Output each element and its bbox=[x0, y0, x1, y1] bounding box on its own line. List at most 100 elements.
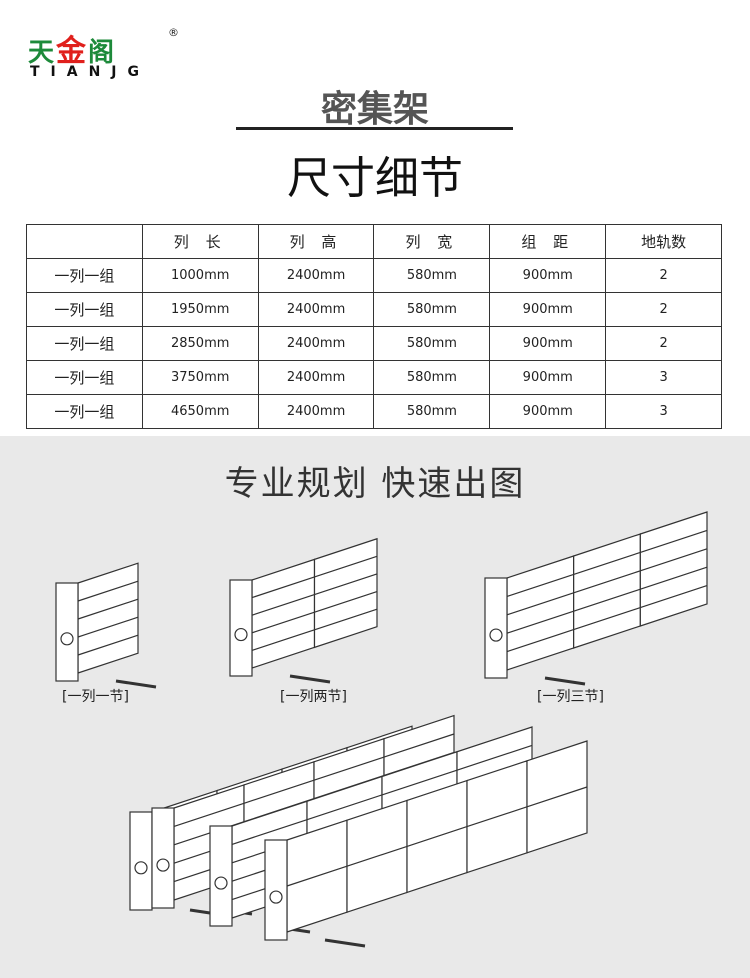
floor-rail bbox=[289, 674, 331, 684]
shelf-board bbox=[456, 744, 533, 771]
shelf-board bbox=[573, 551, 641, 575]
section-title: 尺寸细节 bbox=[287, 153, 463, 204]
table-cell: 580mm bbox=[373, 326, 491, 361]
shelf-bay bbox=[506, 555, 575, 671]
shelf-bay bbox=[251, 558, 316, 669]
table-header-row: 列 长 列 高 列 宽 组 距 地轨数 bbox=[26, 224, 722, 259]
shelf-board bbox=[77, 634, 139, 656]
header-cell: 列 高 bbox=[257, 224, 375, 259]
logo-char: 天 bbox=[28, 38, 57, 68]
shelf-unit bbox=[55, 562, 157, 689]
table-cell: 一列一组 bbox=[26, 360, 143, 395]
logo-char: 金 bbox=[56, 34, 89, 69]
floor-rail bbox=[115, 679, 157, 689]
table-cell: 2850mm bbox=[141, 326, 259, 361]
shelf-board bbox=[243, 779, 315, 804]
shelf-board bbox=[173, 802, 245, 827]
table-cell: 900mm bbox=[489, 360, 607, 395]
shelf-board bbox=[251, 629, 315, 651]
planning-title: 专业规划 快速出图 bbox=[224, 464, 526, 504]
shelf-unit bbox=[484, 511, 708, 686]
door-divider bbox=[526, 786, 588, 808]
header-cell: 地轨数 bbox=[605, 224, 722, 259]
header-cell: 列 宽 bbox=[373, 224, 491, 259]
shelf-board bbox=[506, 592, 574, 616]
table-cell: 4650mm bbox=[141, 394, 259, 429]
table-cell: 900mm bbox=[489, 394, 607, 429]
caption-two-sections: [一列两节] bbox=[280, 689, 347, 705]
handwheel-icon bbox=[134, 861, 148, 875]
door-divider bbox=[286, 865, 348, 887]
end-panel bbox=[55, 582, 79, 682]
handwheel-icon bbox=[269, 890, 283, 904]
registered-mark: ® bbox=[168, 26, 179, 39]
handwheel-icon bbox=[214, 876, 228, 890]
table-cell: 1000mm bbox=[141, 258, 259, 293]
shelf-board bbox=[306, 794, 383, 821]
shelf-bay bbox=[639, 511, 708, 627]
shelf-board bbox=[573, 607, 641, 631]
table-cell: 1950mm bbox=[141, 292, 259, 327]
table-cell: 580mm bbox=[373, 292, 491, 327]
end-panel bbox=[129, 811, 153, 911]
door-divider bbox=[466, 806, 528, 828]
shelf-board bbox=[573, 588, 641, 612]
shelf-board bbox=[251, 576, 315, 599]
handwheel-icon bbox=[60, 632, 74, 646]
end-panel bbox=[209, 825, 233, 927]
door-divider bbox=[406, 826, 468, 847]
table-cell: 一列一组 bbox=[26, 258, 143, 293]
shelf-board bbox=[640, 585, 708, 609]
end-panel bbox=[151, 807, 175, 909]
product-title: 密集架 bbox=[320, 89, 429, 130]
shelf-board bbox=[77, 580, 139, 602]
shelf-board bbox=[381, 769, 458, 796]
shelf-bay bbox=[77, 562, 139, 674]
table-cell: 2 bbox=[605, 326, 722, 361]
table-cell: 2400mm bbox=[257, 394, 375, 429]
table-cell: 900mm bbox=[489, 292, 607, 327]
shelf-board bbox=[506, 610, 574, 634]
logo-char: 阁 bbox=[88, 38, 117, 68]
header-cell: 列 长 bbox=[141, 224, 259, 259]
title-divider bbox=[236, 127, 513, 130]
shelf-unit bbox=[229, 537, 378, 684]
floor-rail bbox=[324, 938, 366, 948]
shelf-board bbox=[640, 548, 708, 572]
handwheel-icon bbox=[489, 628, 503, 642]
shelf-board bbox=[77, 598, 139, 620]
door-divider bbox=[346, 845, 408, 867]
table-cell: 3 bbox=[605, 394, 722, 429]
table-cell: 一列一组 bbox=[26, 292, 143, 327]
shelf-bay bbox=[573, 533, 641, 649]
end-panel bbox=[264, 839, 288, 941]
handwheel-icon bbox=[156, 858, 170, 872]
logo-en: TIANJG bbox=[30, 64, 151, 80]
shelf-board bbox=[313, 756, 385, 781]
table-cell: 580mm bbox=[373, 394, 491, 429]
caption-three-sections: [一列三节] bbox=[537, 689, 604, 705]
shelf-board bbox=[314, 555, 378, 578]
shelf-board bbox=[314, 590, 378, 613]
floor-rail bbox=[544, 676, 586, 686]
brand-logo: 天金阁 TIANJG ® bbox=[28, 26, 188, 86]
shelf-board bbox=[314, 608, 378, 631]
handwheel-icon bbox=[234, 627, 248, 642]
shelf-board bbox=[506, 629, 574, 653]
table-cell: 2 bbox=[605, 258, 722, 293]
shelf-unit bbox=[264, 740, 588, 948]
shelf-bay bbox=[313, 537, 378, 649]
table-cell: 900mm bbox=[489, 258, 607, 293]
shelf-board bbox=[640, 529, 708, 553]
shelf-board bbox=[573, 570, 641, 594]
shelf-board bbox=[506, 573, 574, 597]
table-cell: 一列一组 bbox=[26, 326, 143, 361]
shelf-board bbox=[251, 611, 315, 634]
table-cell: 3750mm bbox=[141, 360, 259, 395]
